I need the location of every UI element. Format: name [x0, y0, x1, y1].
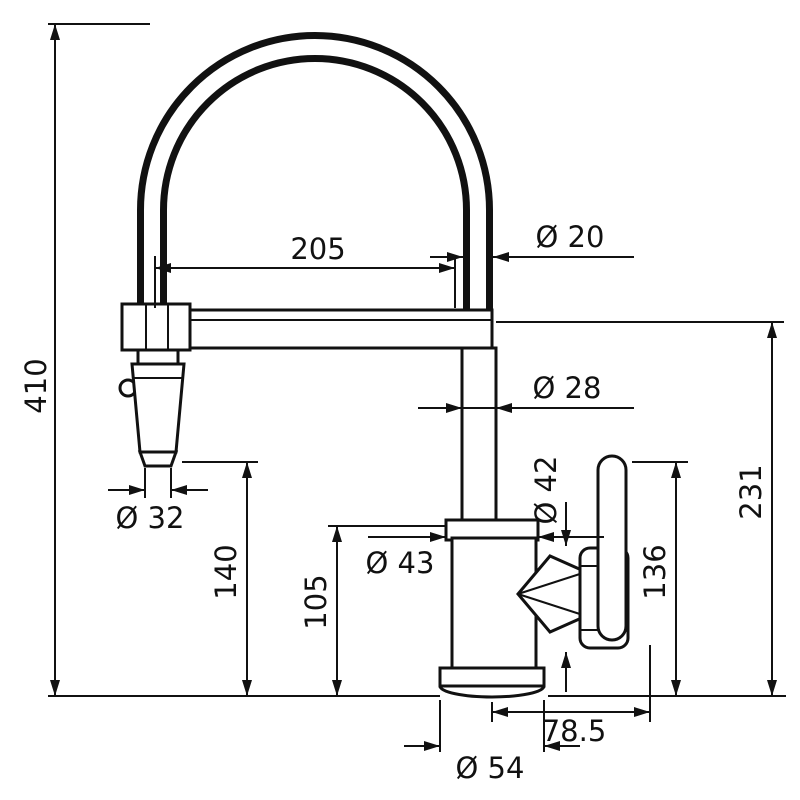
dim-spout-height-label: 231: [734, 464, 768, 519]
dimension-lines: [48, 23, 786, 752]
dim-underside-height: [328, 525, 446, 696]
dim-base-diameter: [404, 700, 580, 752]
base-flange: [438, 666, 546, 688]
dim-spout-height: [496, 321, 786, 697]
dim-handle-diameter-label: Ø 42: [529, 456, 563, 525]
dim-spout-width: [154, 256, 456, 308]
dim-handle-height: [632, 461, 688, 696]
dimension-labels: 410 205 Ø 20 Ø 28 Ø 32 140 105 Ø 43 Ø 42…: [19, 220, 768, 785]
dim-hose-diameter-label: Ø 20: [536, 220, 605, 254]
dim-handle-reach-label: 78.5: [542, 714, 607, 748]
dim-spray-diameter: [108, 468, 208, 498]
dim-spray-diameter-label: Ø 32: [116, 501, 185, 535]
riser-tube: [460, 346, 498, 526]
dim-base-diameter-label: Ø 54: [456, 751, 525, 785]
dim-spray-clearance: [182, 461, 258, 696]
dim-total-height: [48, 23, 440, 697]
dim-spray-clearance-label: 140: [209, 544, 243, 599]
dim-spout-width-label: 205: [290, 232, 345, 266]
dim-total-height-label: 410: [19, 358, 53, 413]
dim-handle-reach: [491, 645, 651, 722]
handle-lever: [596, 454, 628, 642]
dim-handle-height-label: 136: [638, 544, 672, 599]
dim-underside-height-label: 105: [299, 574, 333, 629]
dim-body-diameter-label: Ø 43: [366, 546, 435, 580]
hose-bracket: [120, 302, 192, 352]
dim-pipe-diameter-label: Ø 28: [533, 371, 602, 405]
spray-neck: [136, 348, 180, 366]
valve-cone-facet-2: [517, 593, 587, 617]
faucet-body: [450, 536, 538, 678]
faucet-figure: [118, 32, 630, 699]
spray-tip: [137, 450, 179, 468]
spout-hose-arc-bore: [144, 39, 486, 352]
valve-cone-facet-1: [517, 571, 587, 595]
